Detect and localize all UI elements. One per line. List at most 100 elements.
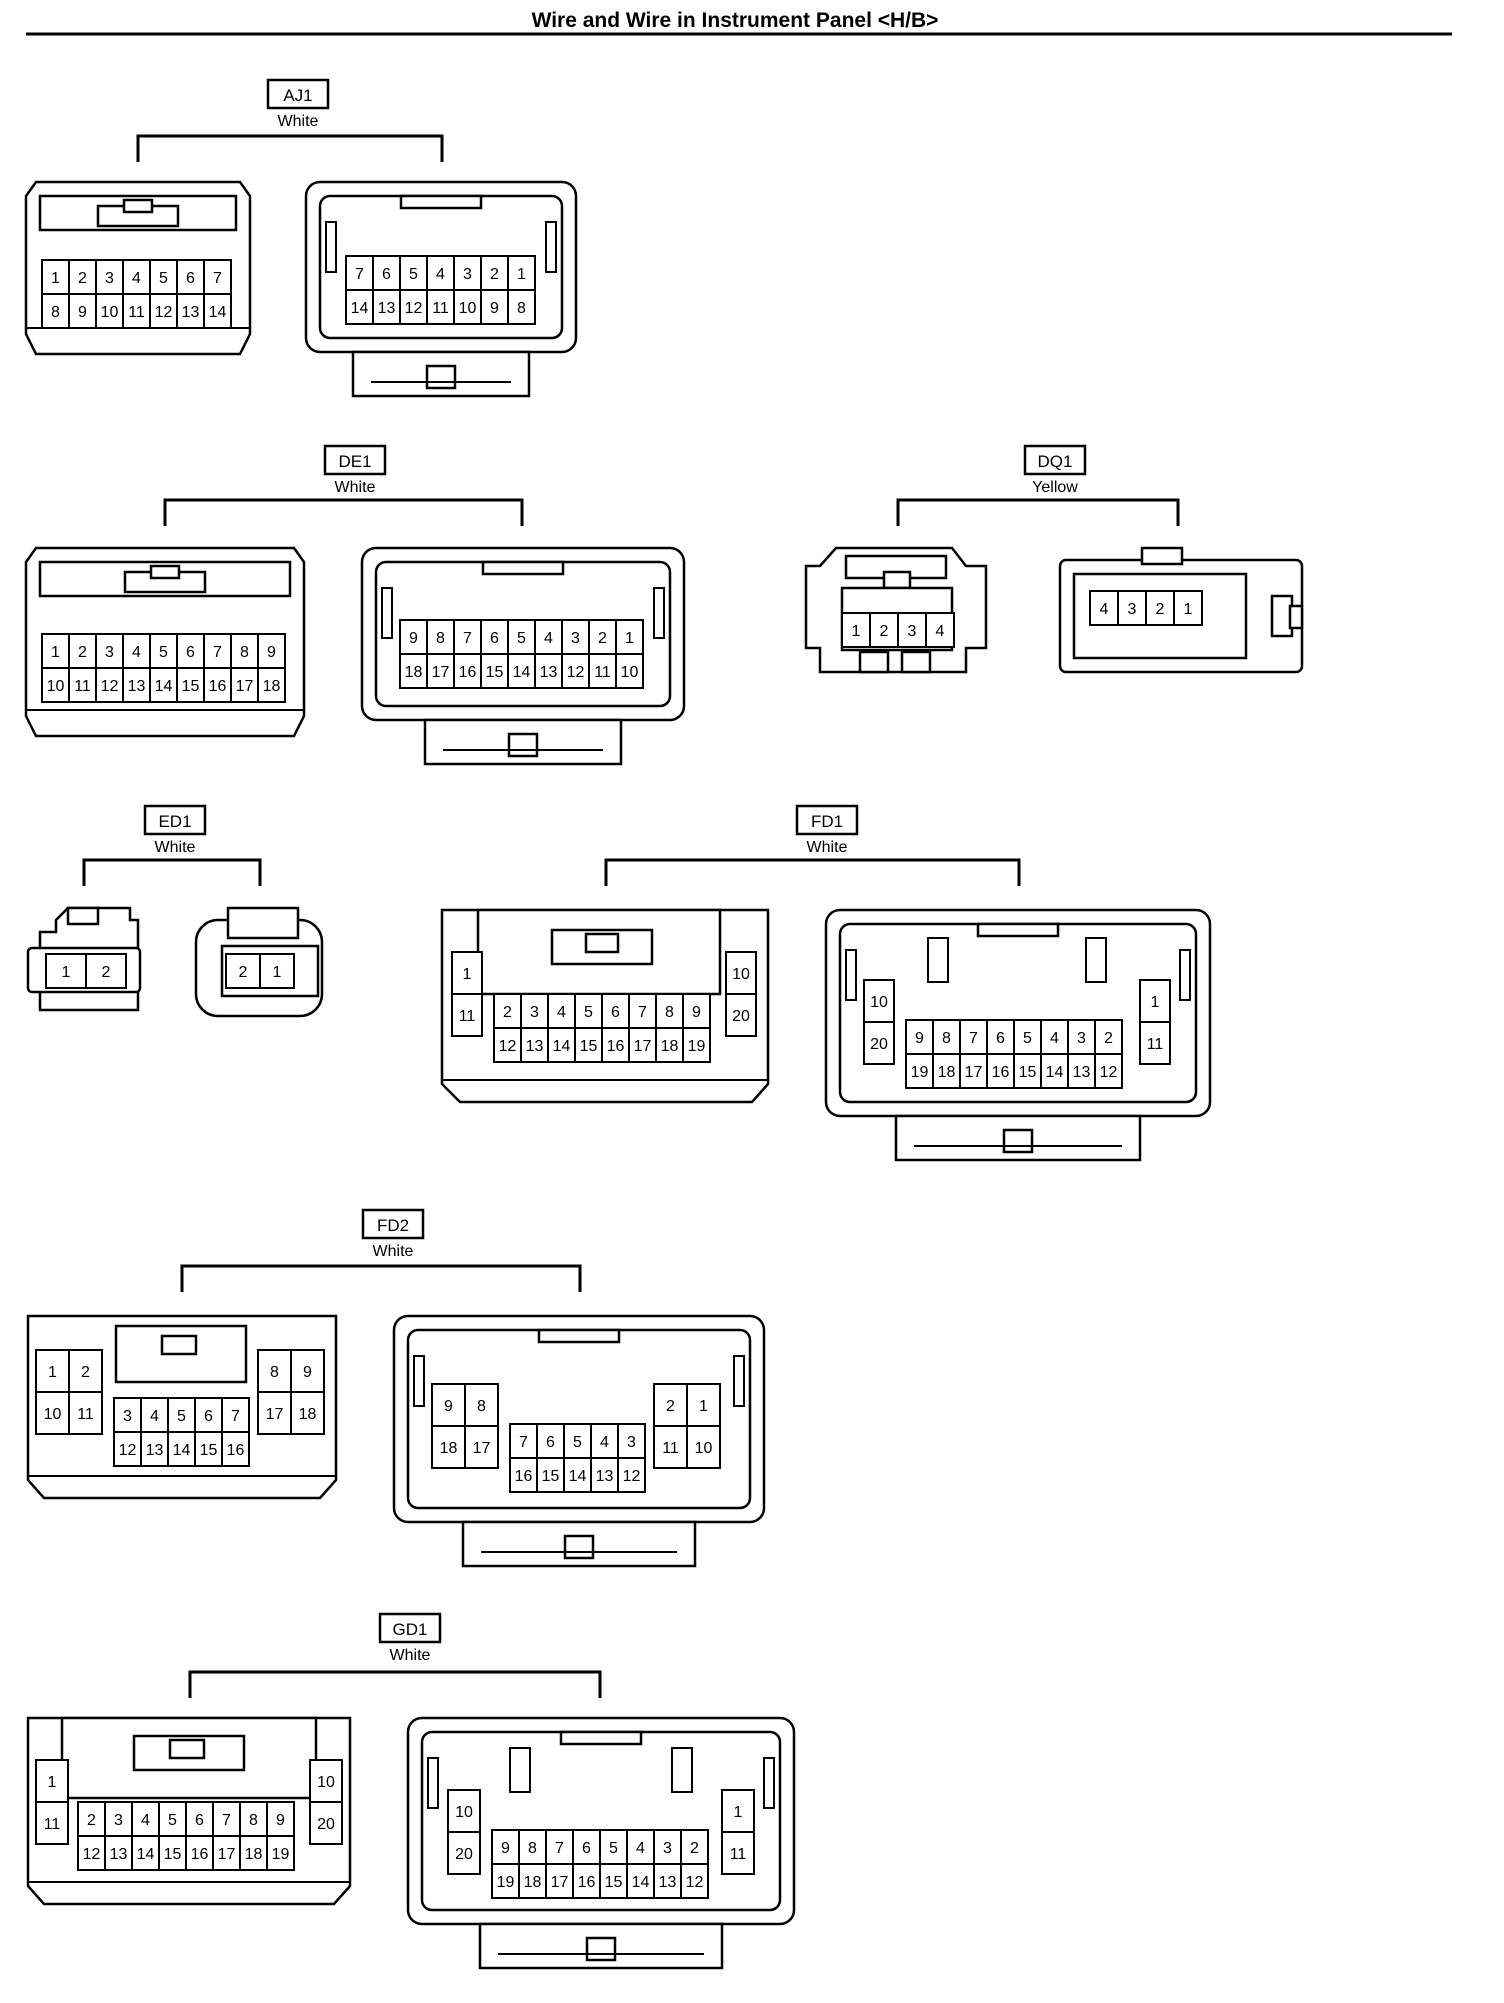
pin-number: 2 xyxy=(880,623,889,640)
socket-rib xyxy=(427,1757,439,1809)
pin-number: 2 xyxy=(102,964,111,981)
pin-cell xyxy=(176,293,205,329)
pin-number: 5 xyxy=(573,1434,582,1451)
pin-cell xyxy=(290,1391,325,1435)
pin-cell xyxy=(372,289,401,325)
pin-cell xyxy=(426,653,455,689)
pin-number: 12 xyxy=(101,678,119,695)
pin-number: 5 xyxy=(177,1408,186,1425)
pin-cell xyxy=(1094,1053,1123,1089)
plug-foot xyxy=(858,650,890,674)
pin-number: 7 xyxy=(638,1004,647,1021)
pin-number: 6 xyxy=(186,270,195,287)
pin-number: 12 xyxy=(155,304,173,321)
pin-number: 2 xyxy=(87,1812,96,1829)
pin-number: 18 xyxy=(661,1038,679,1055)
socket-rib xyxy=(381,587,393,639)
pin-cell xyxy=(122,633,151,669)
pin-number: 17 xyxy=(473,1440,491,1457)
pin-cell xyxy=(628,1027,657,1063)
pin-number: 11 xyxy=(74,678,91,695)
pin-number: 2 xyxy=(690,1840,699,1857)
pin-cell xyxy=(194,1397,223,1433)
pin-number: 13 xyxy=(182,304,200,321)
pin-number: 5 xyxy=(1023,1030,1032,1047)
pin-number: 6 xyxy=(490,630,499,647)
connector-label-box xyxy=(1023,444,1087,476)
pin-number: 11 xyxy=(77,1406,94,1423)
connector-label-box xyxy=(323,444,387,476)
pin-number: 13 xyxy=(1073,1064,1091,1081)
socket-latch xyxy=(1002,1128,1034,1154)
pin-number: 13 xyxy=(128,678,146,695)
pin-cell xyxy=(426,289,455,325)
socket-key-slot xyxy=(976,922,1060,938)
pin-cell xyxy=(309,1759,343,1803)
pin-number: 2 xyxy=(666,1398,675,1415)
pin-number: 2 xyxy=(598,630,607,647)
pin-number: 15 xyxy=(580,1038,598,1055)
pin-cell xyxy=(113,1431,142,1467)
pin-cell xyxy=(721,1831,755,1875)
pin-number: 11 xyxy=(44,1816,61,1833)
socket-rib xyxy=(653,587,665,639)
pin-number: 14 xyxy=(351,300,369,317)
pin-number: 14 xyxy=(1046,1064,1064,1081)
connector-color: White xyxy=(278,113,319,130)
pin-number: 8 xyxy=(942,1030,951,1047)
pin-cell xyxy=(905,1053,934,1089)
pin-number: 14 xyxy=(569,1468,587,1485)
pin-number: 14 xyxy=(513,664,531,681)
pin-cell xyxy=(617,1457,646,1493)
pin-number: 10 xyxy=(47,678,65,695)
connector-label-box xyxy=(378,1612,442,1644)
plug-lock-tab xyxy=(66,906,100,926)
pin-number: 16 xyxy=(607,1038,625,1055)
pin-number: 6 xyxy=(611,1004,620,1021)
pin-cell xyxy=(653,1863,682,1899)
pin-cell xyxy=(1173,590,1203,626)
pin-number: 11 xyxy=(662,1440,679,1457)
pin-cell xyxy=(95,293,124,329)
pin-number: 9 xyxy=(490,300,499,317)
socket-rib xyxy=(325,221,337,273)
socket-key-slot xyxy=(226,906,300,940)
socket-key-slot xyxy=(481,560,565,576)
pin-number: 12 xyxy=(83,1846,101,1863)
pin-number: 12 xyxy=(686,1874,704,1891)
pin-number: 5 xyxy=(409,266,418,283)
pin-cell xyxy=(85,953,127,989)
connector-color: White xyxy=(335,479,376,496)
pin-cell xyxy=(41,293,70,329)
pin-cell xyxy=(104,1801,133,1837)
pin-cell xyxy=(680,1863,709,1899)
pin-number: 9 xyxy=(692,1004,701,1021)
pin-cell xyxy=(518,1863,547,1899)
pin-number: 11 xyxy=(128,304,145,321)
pin-number: 3 xyxy=(908,623,917,640)
pin-number: 19 xyxy=(911,1064,929,1081)
pin-number: 1 xyxy=(517,266,526,283)
pin-cell xyxy=(149,667,178,703)
pin-number: 4 xyxy=(1050,1030,1059,1047)
pin-number: 18 xyxy=(245,1846,263,1863)
pin-number: 2 xyxy=(503,1004,512,1021)
pin-number: 9 xyxy=(444,1398,453,1415)
pin-number: 11 xyxy=(594,664,611,681)
pin-number: 1 xyxy=(51,644,60,661)
plug-lock-key xyxy=(160,1334,198,1356)
connector-color: White xyxy=(390,1647,431,1664)
pin-number: 17 xyxy=(218,1846,236,1863)
pin-number: 7 xyxy=(555,1840,564,1857)
pin-number: 4 xyxy=(557,1004,566,1021)
pin-cell xyxy=(158,1801,187,1837)
pin-number: 7 xyxy=(355,266,364,283)
pin-number: 10 xyxy=(459,300,477,317)
pin-number: 7 xyxy=(213,270,222,287)
pin-number: 17 xyxy=(551,1874,569,1891)
pin-number: 3 xyxy=(123,1408,132,1425)
pin-number: 17 xyxy=(236,678,254,695)
pin-cell xyxy=(686,1425,721,1469)
